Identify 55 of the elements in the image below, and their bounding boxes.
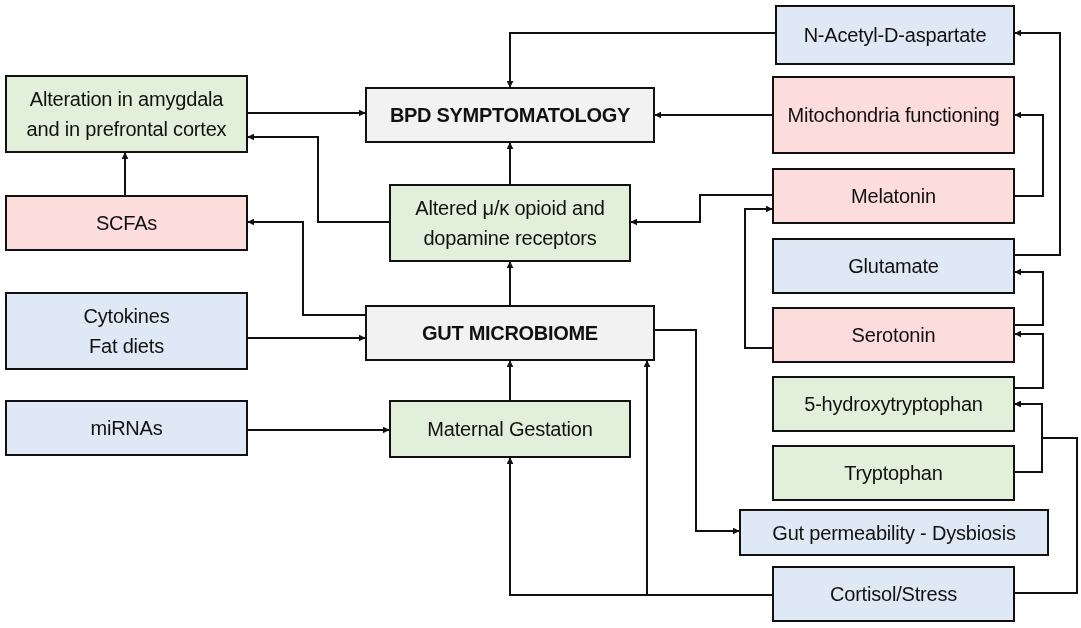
process-box [739, 509, 1049, 556]
process-box [772, 168, 1015, 224]
arrow [643, 360, 773, 596]
arrow [654, 111, 773, 119]
box-label: SCFAs [95, 211, 158, 236]
arrow [506, 360, 514, 401]
process-box [772, 238, 1015, 294]
process-box [775, 5, 1015, 65]
box-label: Glutamate [848, 254, 939, 279]
box-label: N-Acetyl-D-aspartate [803, 23, 987, 48]
box-label: 5-hydroxytryptophan [804, 392, 983, 417]
arrow [1014, 29, 1061, 256]
box-label: Tryptophan [844, 461, 943, 486]
process-box [772, 76, 1015, 154]
box-label: Mitochondria functioning [787, 103, 1000, 128]
arrow [247, 109, 366, 117]
process-box [772, 307, 1015, 363]
process-box [772, 376, 1015, 432]
box-label: GUT MICROBIOME [422, 321, 598, 346]
box-label: Melatonin [851, 184, 936, 209]
arrow [506, 142, 514, 185]
arrow [247, 218, 366, 316]
box-label: Cortisol/Stress [830, 582, 957, 607]
arrow [1014, 400, 1078, 594]
process-box [365, 87, 655, 143]
arrow [247, 133, 390, 223]
box-label: Gut permeability - Dysbiosis [772, 520, 1016, 546]
box-label: Alteration in amygdala and in prefrontal cortex [25, 87, 228, 142]
box-label: Fat diets [89, 334, 164, 359]
box-label: Cytokines [83, 304, 170, 329]
process-box [389, 400, 631, 458]
box-label: BPD SYMPTOMATOLOGY [389, 103, 631, 128]
arrow [247, 334, 366, 342]
process-box [772, 566, 1015, 622]
arrow [506, 32, 776, 88]
box-label: Serotonin [851, 323, 936, 348]
process-box [389, 184, 631, 262]
arrow [654, 329, 740, 535]
box-label: Maternal Gestation [427, 417, 593, 442]
process-box [5, 292, 248, 370]
box-label: Altered μ/κ opioid and dopamine receptors [414, 196, 606, 251]
box-label: miRNAs [90, 416, 163, 441]
process-box [5, 400, 248, 456]
arrow [744, 205, 773, 349]
arrow [247, 426, 390, 434]
arrow [121, 152, 129, 196]
arrow [506, 261, 514, 306]
arrow [1014, 330, 1044, 389]
process-box [365, 305, 655, 361]
arrow [1014, 111, 1044, 197]
process-box [5, 75, 248, 153]
arrow [630, 194, 773, 226]
process-box [772, 445, 1015, 501]
process-box [5, 195, 248, 251]
arrow [1014, 268, 1044, 326]
